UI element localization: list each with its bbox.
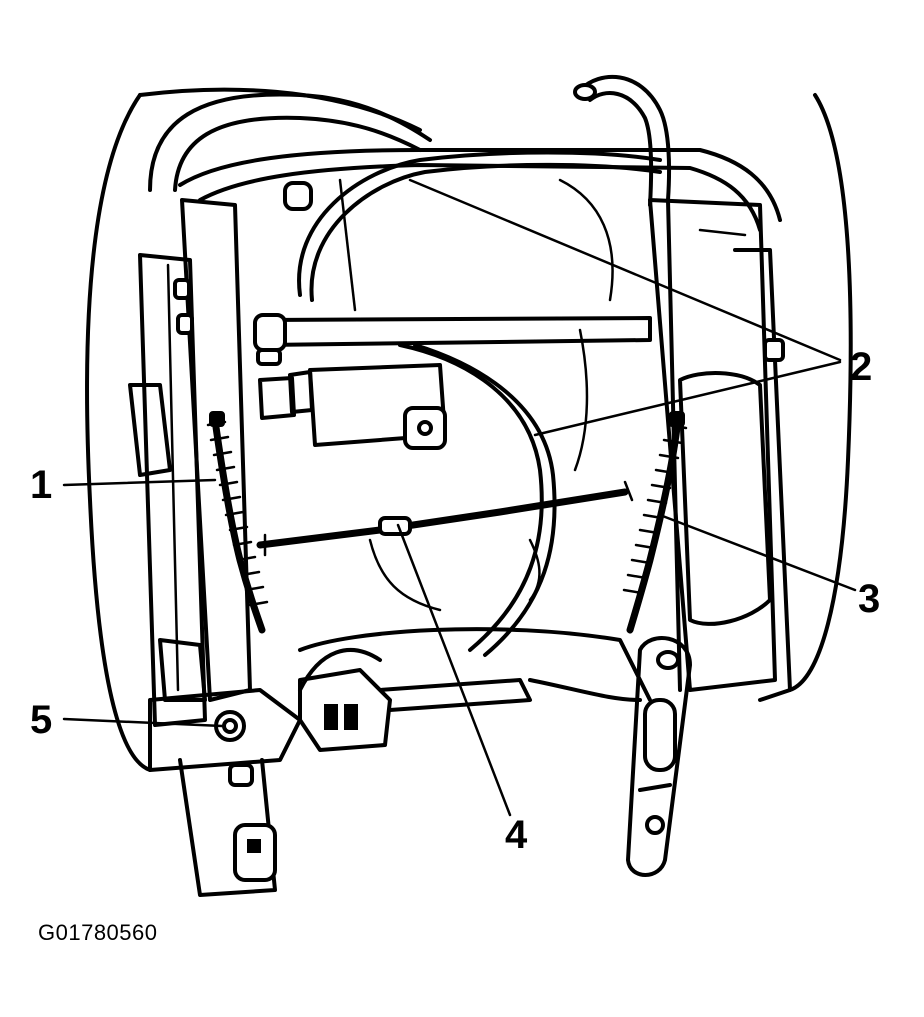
lower-cross-member xyxy=(298,627,652,752)
callout-1: 1 xyxy=(30,463,52,507)
leader-line-2a xyxy=(408,178,842,362)
callout-4: 4 xyxy=(505,813,528,857)
support-rod xyxy=(253,313,652,366)
leader-lines xyxy=(62,178,857,817)
figure-id: G01780560 xyxy=(38,920,158,945)
leader-line-1 xyxy=(62,478,217,487)
callout-2: 2 xyxy=(850,345,872,389)
left-lower-bracket xyxy=(148,688,302,897)
wire-harness xyxy=(297,150,662,657)
left-side-rail xyxy=(128,198,252,727)
lumbar-strap xyxy=(256,480,634,557)
leader-line-2b xyxy=(533,360,842,437)
right-lower-bracket xyxy=(626,636,692,877)
frame-details xyxy=(338,178,614,612)
lumbar-spring-left xyxy=(206,411,269,634)
lumbar-spring-right xyxy=(622,411,688,634)
callout-3: 3 xyxy=(858,577,880,621)
frame-top-crossbar xyxy=(178,148,782,232)
leader-line-3 xyxy=(658,513,857,592)
callout-5: 5 xyxy=(30,698,52,742)
leader-line-4 xyxy=(396,523,512,817)
headrest-tube-right xyxy=(573,75,672,207)
leader-line-5 xyxy=(62,717,224,728)
lumbar-motor xyxy=(258,363,447,450)
headrest-tube-left xyxy=(148,92,432,192)
